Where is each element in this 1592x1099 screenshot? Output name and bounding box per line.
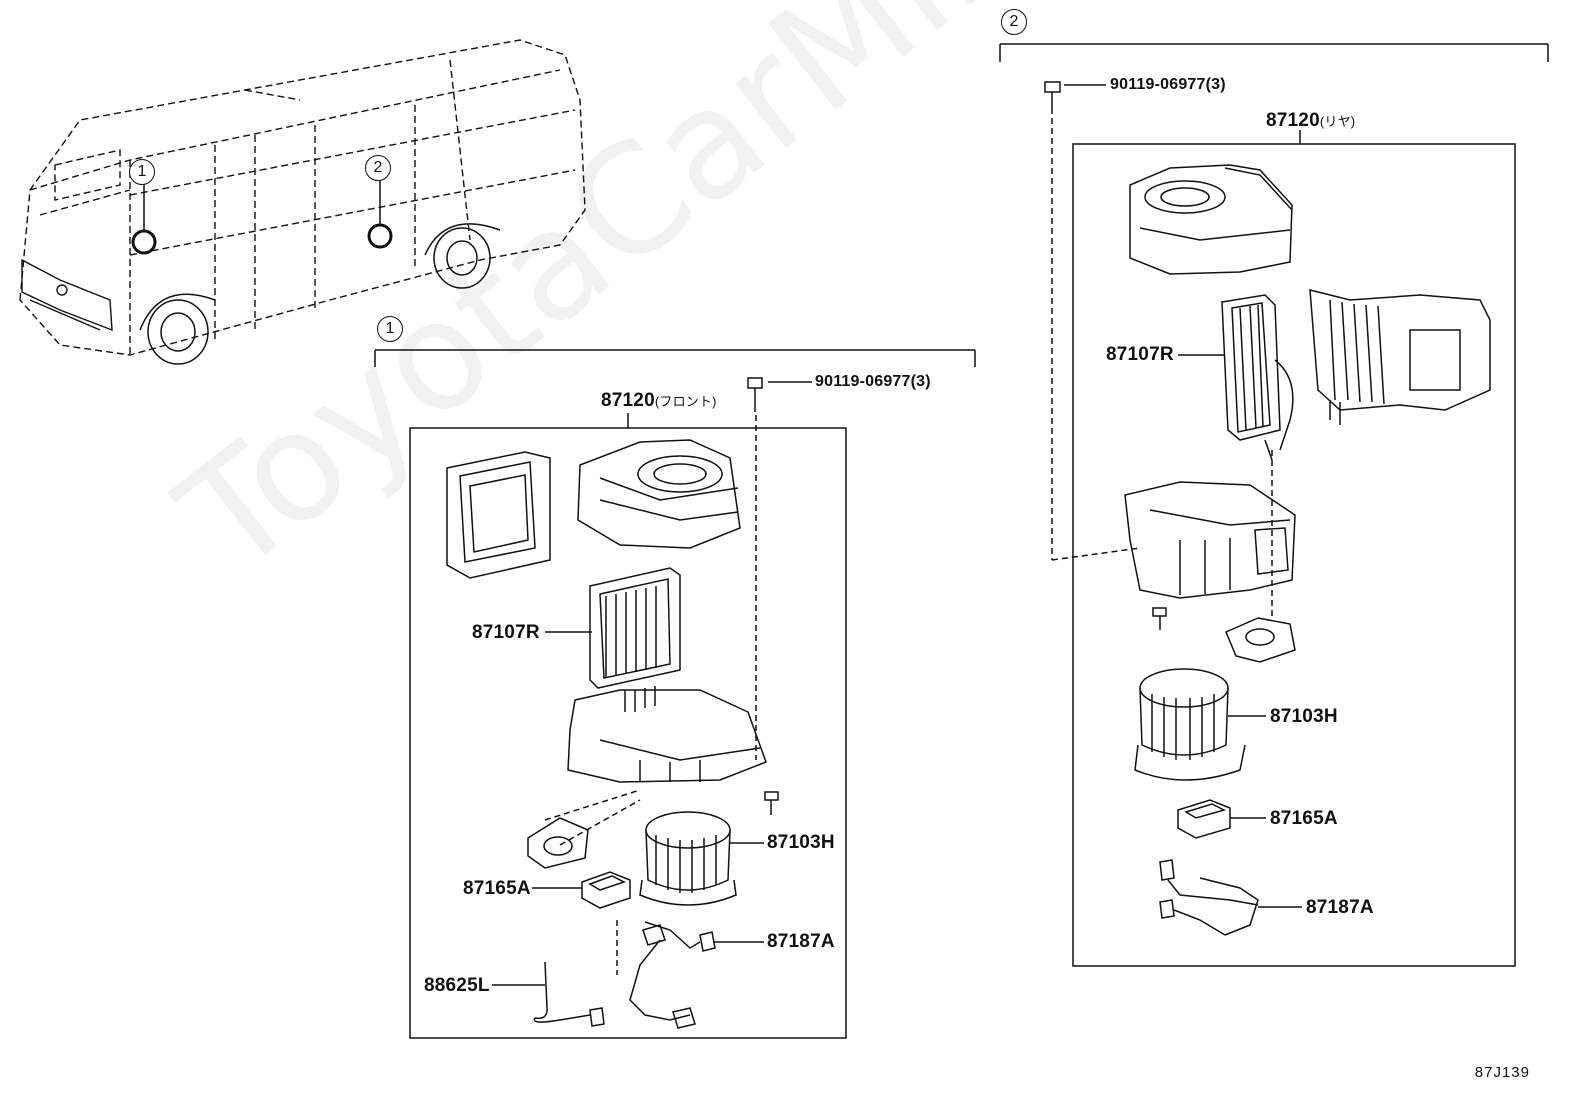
front-lower-case xyxy=(567,689,767,783)
bus-wheels xyxy=(139,223,501,365)
front-resistor-label: 87165A xyxy=(463,878,531,899)
section-2-bracket xyxy=(999,43,1549,62)
front-assembly-note: (フロント) xyxy=(654,394,717,409)
rear-evaporator xyxy=(1221,294,1294,461)
diagram-code: 87J139 xyxy=(1474,1064,1530,1081)
front-assembly-number: 87120 xyxy=(601,390,655,411)
location-marker-1 xyxy=(131,229,157,255)
rear-assembly-number: 87120 xyxy=(1266,110,1320,131)
rear-resistor-label: 87165A xyxy=(1270,808,1338,829)
marker-bus-2: 2 xyxy=(365,155,391,181)
rear-evaporator-label: 87107R xyxy=(1106,344,1174,365)
front-screw xyxy=(764,791,779,815)
front-evaporator-label: 87107R xyxy=(472,622,540,643)
location-marker-2 xyxy=(367,223,393,249)
bus-illustration xyxy=(19,39,586,356)
front-blower-motor-label: 87103H xyxy=(767,832,835,853)
rear-screw xyxy=(1152,607,1167,630)
front-servo xyxy=(527,817,589,869)
section-2-marker: 2 xyxy=(1001,9,1027,35)
rear-assembly-label: 87120(リヤ) xyxy=(1266,110,1355,132)
front-blower-motor xyxy=(639,811,737,906)
front-bolt xyxy=(747,377,812,760)
section-1-bracket xyxy=(374,349,976,367)
front-sensor xyxy=(533,961,605,1027)
rear-duct xyxy=(1309,289,1491,425)
rear-resistor xyxy=(1177,799,1231,839)
rear-blower-case xyxy=(1129,164,1293,275)
rear-harness-label: 87187A xyxy=(1306,897,1374,918)
front-assembly-label: 87120(フロント) xyxy=(601,390,717,412)
rear-bolt xyxy=(1044,81,1141,561)
section-1-marker: 1 xyxy=(377,316,403,342)
rear-harness xyxy=(1159,859,1259,936)
front-harness-label: 87187A xyxy=(767,931,835,952)
front-filter-housing xyxy=(446,451,551,579)
rear-assembly-note: (リヤ) xyxy=(1319,114,1356,129)
rear-servo xyxy=(1225,617,1296,663)
front-harness xyxy=(616,920,716,1029)
rear-lower-case xyxy=(1124,481,1296,599)
marker-bus-1: 1 xyxy=(129,159,155,185)
bus-front xyxy=(21,258,113,332)
rear-blower-motor xyxy=(1134,668,1246,781)
front-evaporator xyxy=(589,567,681,712)
rear-bolt-label: 90119-06977(3) xyxy=(1110,76,1226,93)
rear-assembly-box xyxy=(1072,143,1516,967)
front-blower-case xyxy=(577,439,741,549)
front-resistor xyxy=(581,871,631,909)
front-bolt-label: 90119-06977(3) xyxy=(815,373,931,390)
rear-blower-motor-label: 87103H xyxy=(1270,706,1338,727)
front-sensor-label: 88625L xyxy=(424,975,490,996)
